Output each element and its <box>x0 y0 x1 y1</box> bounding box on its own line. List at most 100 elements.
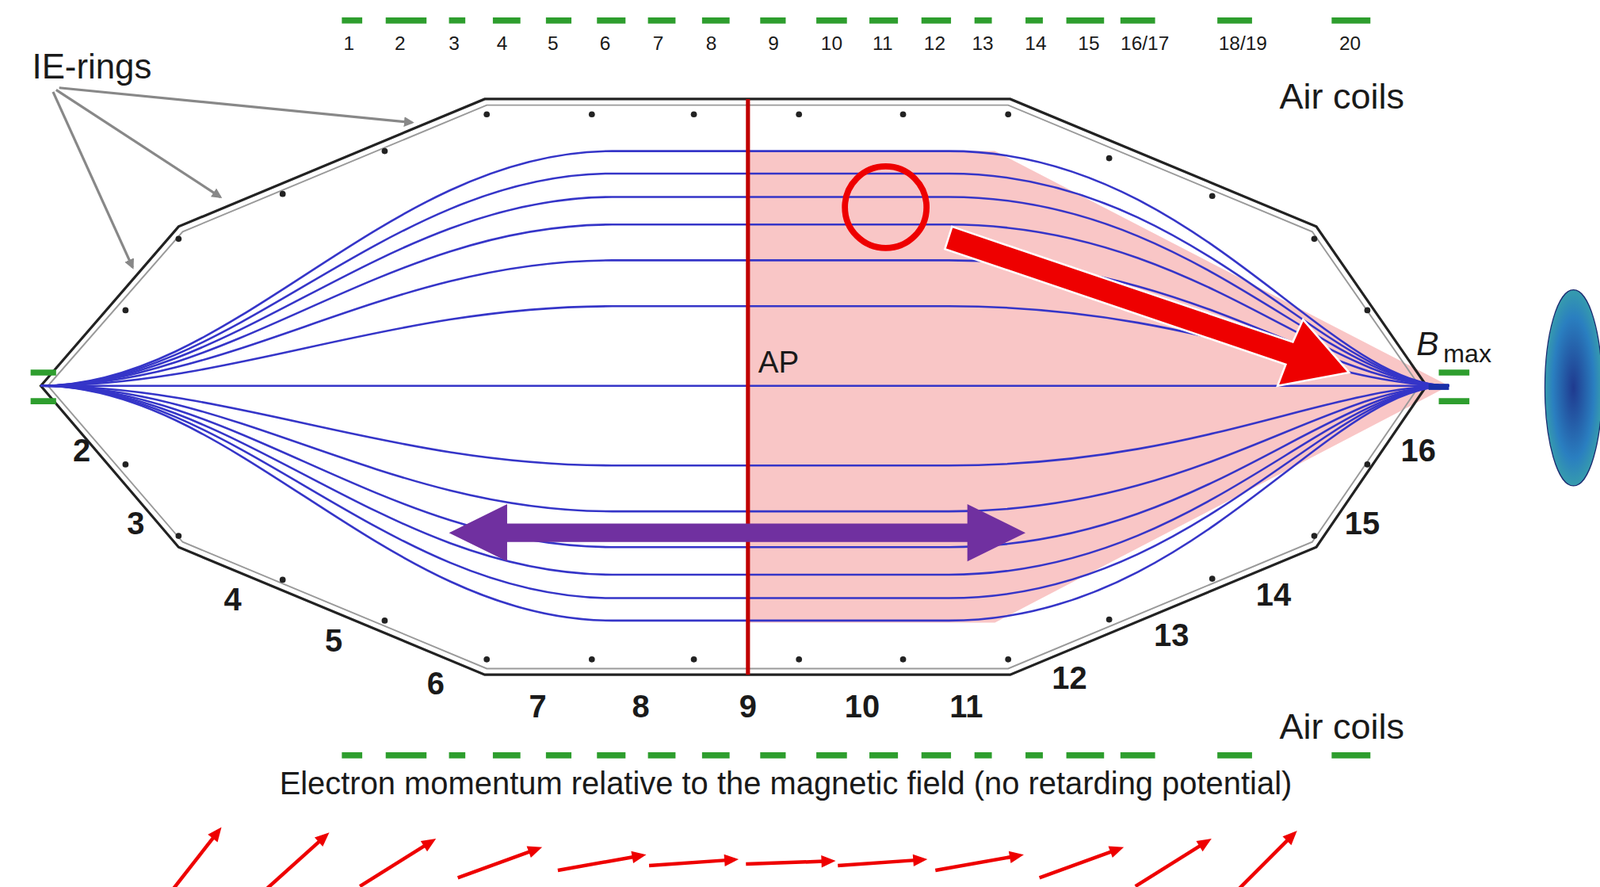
field-line <box>41 197 1450 386</box>
coil-number: 12 <box>924 34 946 54</box>
ring-dot <box>1209 192 1216 199</box>
coil-number: 15 <box>1077 34 1100 54</box>
coil-number: 6 <box>599 34 611 54</box>
arrow-head <box>1108 846 1125 859</box>
air-coil <box>1025 752 1043 759</box>
ring-dot <box>691 110 698 118</box>
ring-number: 9 <box>739 691 757 723</box>
ring-dot <box>175 532 182 539</box>
air-coil <box>1331 17 1371 24</box>
ring-number: 6 <box>427 668 445 700</box>
field-line <box>41 385 1450 547</box>
ring-number: 3 <box>126 507 145 540</box>
momentum-arrow <box>557 856 635 871</box>
ring-dot <box>1209 575 1216 582</box>
coil-number: 4 <box>496 34 508 54</box>
air-coil <box>449 17 466 24</box>
momentum-arrow <box>359 844 427 886</box>
air-coil <box>648 752 676 759</box>
part-label: Air coils <box>1279 708 1405 745</box>
ring-dot <box>122 461 130 468</box>
air-coil <box>816 752 848 759</box>
air-coil <box>921 752 951 759</box>
field-symbol: B <box>1416 327 1439 361</box>
ring-dot <box>381 148 389 155</box>
air-coil <box>1331 752 1371 759</box>
ring-number: 5 <box>324 625 343 657</box>
arrow-head <box>912 854 928 867</box>
plane-label: AP <box>758 347 800 379</box>
momentum-arrow <box>745 861 825 864</box>
ring-dot <box>1004 110 1012 118</box>
purple-double-arrow <box>449 504 1027 562</box>
air-coil <box>385 17 428 24</box>
coil-number: 9 <box>767 34 779 54</box>
air-coil <box>974 752 993 759</box>
pointer-arrows <box>53 87 413 268</box>
air-coil <box>30 397 57 405</box>
ring-dot <box>1106 155 1113 162</box>
ring-number: 2 <box>72 435 91 467</box>
arrow-head <box>420 838 436 852</box>
ring-dot <box>483 656 490 663</box>
ring-dot <box>795 110 802 118</box>
air-coil <box>759 752 786 759</box>
ring-dot <box>483 110 490 118</box>
air-coil <box>449 752 466 759</box>
ring-number: 15 <box>1344 507 1380 540</box>
air-coil <box>702 752 730 759</box>
coil-number: 3 <box>448 34 460 54</box>
field-subscript: max <box>1443 339 1492 366</box>
ring-number: 12 <box>1051 662 1087 695</box>
ring-number: 7 <box>528 691 547 723</box>
momentum-arrow <box>166 836 215 887</box>
analysing-plane <box>745 99 750 675</box>
coil-number: 7 <box>652 34 665 54</box>
momentum-arrow <box>458 851 532 879</box>
coil-number: 18/19 <box>1218 34 1268 54</box>
arrow-head <box>207 826 222 842</box>
momentum-arrow <box>262 840 321 887</box>
caption: Electron momentum relative to the magnet… <box>279 767 1293 800</box>
ring-dot <box>795 656 802 663</box>
air-coil <box>1217 17 1253 24</box>
air-coil <box>596 17 626 24</box>
air-coil <box>1025 17 1043 24</box>
part-label: IE-rings <box>31 49 152 85</box>
ring-number: 16 <box>1401 435 1436 467</box>
ring-number: 4 <box>223 584 241 616</box>
big-red-arrow <box>944 226 1349 386</box>
ring-dot <box>1004 656 1012 663</box>
field-line <box>41 385 1450 621</box>
coil-number: 11 <box>872 34 893 54</box>
air-coil <box>596 752 626 759</box>
momentum-arrow <box>935 856 1012 871</box>
air-coil <box>974 17 993 24</box>
air-coil <box>1120 752 1156 759</box>
air-coil <box>1217 752 1253 759</box>
air-coil <box>702 17 730 24</box>
momentum-arrow <box>837 859 917 866</box>
ring-dot <box>1106 616 1113 623</box>
ring-number: 13 <box>1153 619 1189 652</box>
magnet-bore <box>1428 383 1450 390</box>
momentum-arrow <box>1135 844 1203 886</box>
air-coil <box>1439 397 1471 405</box>
air-coil <box>648 17 676 24</box>
air-coil <box>921 17 951 24</box>
field-line <box>41 151 1450 386</box>
ring-dot <box>900 656 907 663</box>
air-coil <box>816 17 848 24</box>
field-line <box>41 224 1450 386</box>
coil-number: 16/17 <box>1120 34 1169 54</box>
ring-dot <box>381 617 389 624</box>
ring-dot <box>279 576 287 584</box>
field-line <box>41 385 1450 599</box>
air-coil <box>492 752 521 759</box>
air-coil <box>759 17 786 24</box>
coil-number: 13 <box>971 34 993 54</box>
air-coil <box>385 752 428 759</box>
ring-number: 11 <box>949 691 983 723</box>
coil-number: 8 <box>706 34 718 54</box>
